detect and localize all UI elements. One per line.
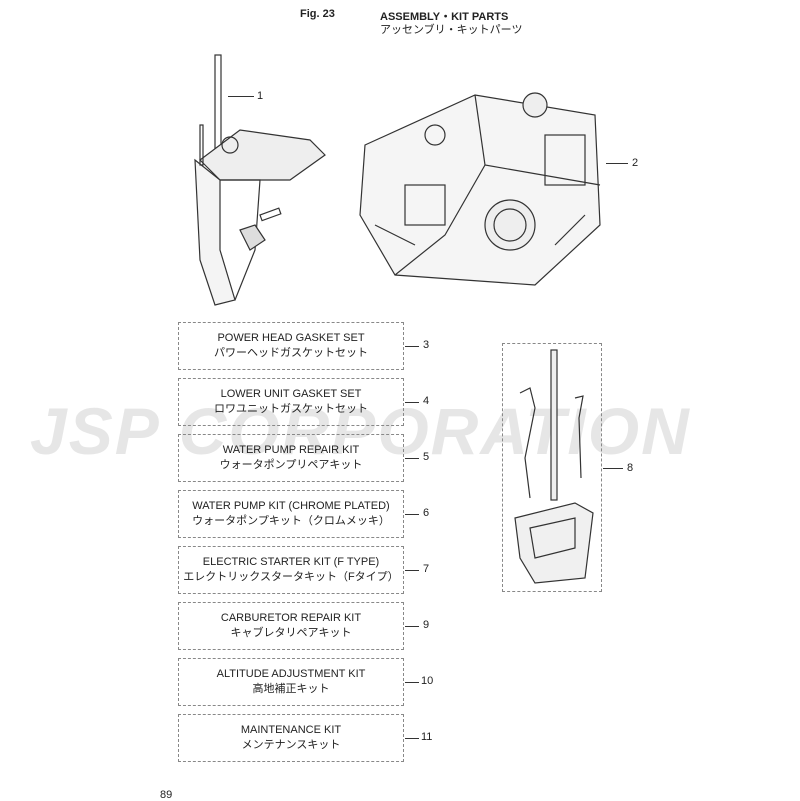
leader-line [405,514,419,515]
callout-2: 2 [632,157,639,169]
kit-name-ja: パワーヘッドガスケットセット [214,347,368,359]
leader-line [405,626,419,627]
kit-box: WATER PUMP KIT (CHROME PLATED) ウォータポンプキッ… [178,490,404,538]
leader-line [405,458,419,459]
kit-box: MAINTENANCE KIT メンテナンスキット [178,714,404,762]
drive-shaft-kit-drawing [514,349,594,584]
title-ja: アッセンブリ・キットパーツ [380,24,523,36]
kit-callout: 5 [423,451,430,463]
kit-name-ja: キャブレタリペアキット [230,627,352,639]
kit-callout: 4 [423,395,430,407]
callout-8: 8 [627,462,634,474]
leader-line [405,402,419,403]
kit-box: CARBURETOR REPAIR KIT キャブレタリペアキット [178,602,404,650]
kit-box: ALTITUDE ADJUSTMENT KIT 高地補正キット [178,658,404,706]
leader-line [405,570,419,571]
title-en: ASSEMBLY・KIT PARTS [380,11,509,23]
kit-callout: 3 [423,339,430,351]
kit-name-en: POWER HEAD GASKET SET [217,332,365,344]
kit-callout: 7 [423,563,430,575]
drive-shaft-kit-box [502,343,602,592]
kit-name-en: WATER PUMP REPAIR KIT [222,444,360,456]
kit-name-en: LOWER UNIT GASKET SET [220,388,362,400]
kit-name-en: ELECTRIC STARTER KIT (F TYPE) [202,556,380,568]
kit-name-ja: エレクトリックスタータキット（Fタイプ） [183,571,399,583]
kit-callout: 6 [423,507,430,519]
leader-line [405,682,419,683]
kit-name-ja: 高地補正キット [252,683,330,695]
leader-line [405,346,419,347]
kit-name-en: ALTITUDE ADJUSTMENT KIT [216,668,366,680]
page-number: 89 [160,789,173,801]
kit-box: WATER PUMP REPAIR KIT ウォータポンプリペアキット [178,434,404,482]
kit-name-ja: ウォータポンプキット（クロムメッキ） [192,515,390,527]
kit-box: ELECTRIC STARTER KIT (F TYPE) エレクトリックスター… [178,546,404,594]
lower-unit-drawing [194,54,326,306]
kit-name-en: CARBURETOR REPAIR KIT [220,612,362,624]
kit-callout: 11 [421,731,433,743]
callout-1: 1 [257,90,264,102]
kit-box: LOWER UNIT GASKET SET ロワユニットガスケットセット [178,378,404,426]
kit-name-en: MAINTENANCE KIT [240,724,342,736]
power-head-drawing [359,92,601,286]
leader-line [405,738,419,739]
kit-box: POWER HEAD GASKET SET パワーヘッドガスケットセット [178,322,404,370]
kit-callout: 9 [423,619,430,631]
kit-name-ja: メンテナンスキット [241,739,341,751]
kit-name-en: WATER PUMP KIT (CHROME PLATED) [192,500,390,512]
figure-number: Fig. 23 [300,8,335,20]
kit-name-ja: ウォータポンプリペアキット [219,459,363,471]
kit-name-ja: ロワユニットガスケットセット [214,403,368,415]
kit-callout: 10 [421,675,434,687]
